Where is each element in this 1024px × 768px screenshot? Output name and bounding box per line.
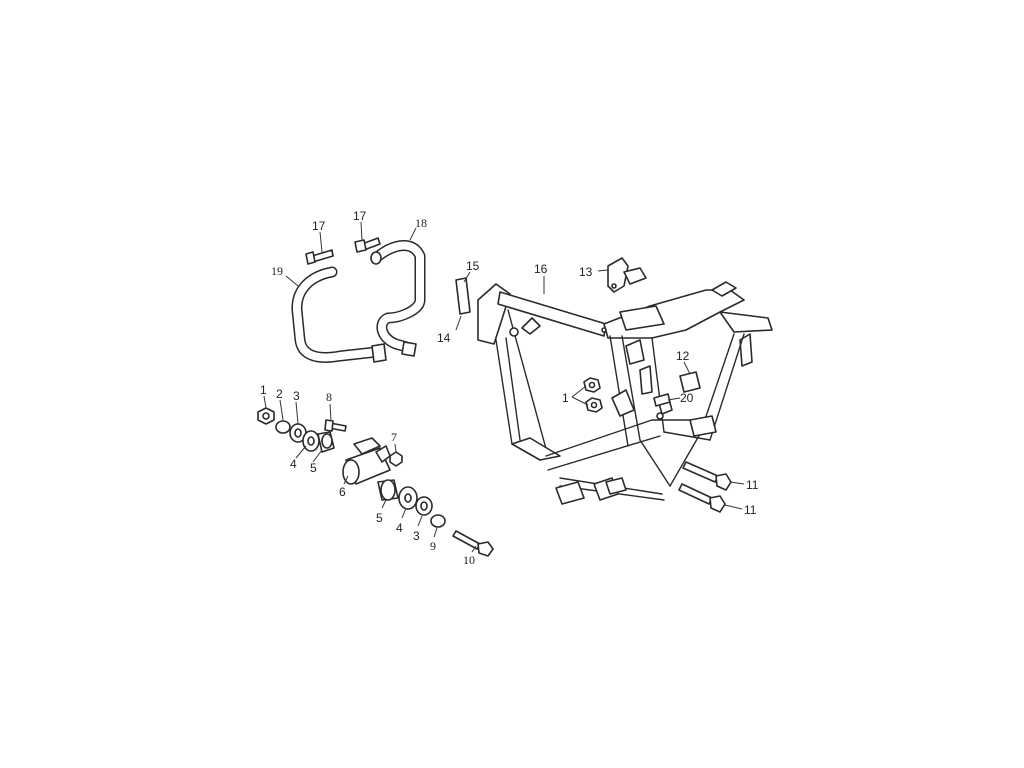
callout-17-left: 17 xyxy=(312,219,326,233)
callout-4: 4 xyxy=(290,457,297,471)
callout-8: 8 xyxy=(326,390,332,404)
callout-9: 9 xyxy=(430,539,436,553)
bolt-11-lower xyxy=(678,483,726,513)
mount-bracket-6 xyxy=(342,437,391,485)
callout-19: 19 xyxy=(271,264,283,278)
callout-11-upper: 11 xyxy=(746,478,759,492)
callout-11-lower: 11 xyxy=(744,503,757,517)
callout-1-frame: 1 xyxy=(562,391,569,405)
callout-2: 2 xyxy=(276,387,283,401)
washer-3-right xyxy=(415,496,433,516)
bolt-17-right xyxy=(354,237,381,253)
callout-6: 6 xyxy=(339,485,346,499)
main-frame xyxy=(477,281,773,505)
bushing-4-right xyxy=(398,486,418,510)
callout-7: 7 xyxy=(391,430,397,444)
callout-3-right: 3 xyxy=(413,529,420,543)
spacer-9 xyxy=(430,514,446,528)
bracket-20 xyxy=(653,393,671,407)
callout-1: 1 xyxy=(260,383,267,397)
bolt-11-upper xyxy=(682,461,732,491)
washer-2 xyxy=(275,420,291,434)
bracket-13 xyxy=(607,257,647,293)
bolt-8 xyxy=(324,419,347,432)
callout-5: 5 xyxy=(310,461,317,475)
bushing-4-left xyxy=(302,430,320,452)
callout-20: 20 xyxy=(680,391,694,405)
nut-1 xyxy=(257,407,275,425)
callout-12: 12 xyxy=(676,349,690,363)
callout-13: 13 xyxy=(579,265,593,279)
callout-17-right: 17 xyxy=(353,209,367,223)
crash-bar-right xyxy=(370,240,426,357)
rubber-mount-5-left xyxy=(317,431,335,453)
callout-15: 15 xyxy=(466,259,480,273)
bracket-12 xyxy=(679,371,701,393)
callout-5-right: 5 xyxy=(376,511,383,525)
nut-7 xyxy=(389,451,403,467)
callout-14: 14 xyxy=(437,331,451,345)
callout-18: 18 xyxy=(415,216,427,230)
callout-3: 3 xyxy=(293,389,300,403)
bolt-17-left xyxy=(305,249,334,265)
crash-bar-left xyxy=(291,266,387,363)
nut-1-frame-upper xyxy=(583,377,601,393)
leader-lines xyxy=(263,221,745,553)
rubber-mount-5-right xyxy=(377,479,399,501)
plate-14 xyxy=(455,277,471,315)
bolt-10 xyxy=(452,530,494,557)
callout-labels: 1 2 3 4 5 6 7 8 5 4 3 9 10 17 17 18 19 1… xyxy=(260,209,759,567)
nut-1-frame-lower xyxy=(585,397,603,413)
callout-4-right: 4 xyxy=(396,521,403,535)
callout-16: 16 xyxy=(534,262,548,276)
callout-10: 10 xyxy=(463,553,475,567)
